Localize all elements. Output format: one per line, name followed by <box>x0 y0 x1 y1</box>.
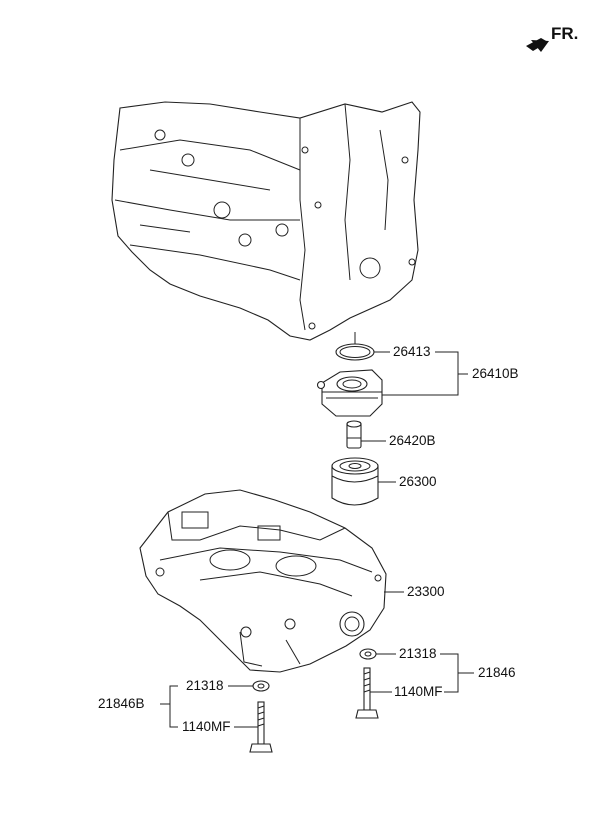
callout-26413: 26413 <box>393 344 431 359</box>
oil-cooler <box>316 369 383 417</box>
callout-1140MF-left: 1140MF <box>182 719 231 734</box>
leader-lines <box>160 332 474 728</box>
callout-21318-left: 21318 <box>186 678 224 693</box>
washer-right <box>359 648 377 660</box>
bolt-right <box>355 667 379 719</box>
bolt-left <box>249 701 273 753</box>
callout-21846B: 21846B <box>98 696 145 711</box>
engine-block <box>111 101 421 341</box>
front-direction-arrow-icon <box>526 38 549 52</box>
callout-1140MF-right: 1140MF <box>394 684 443 699</box>
front-direction-label: FR. <box>551 24 579 43</box>
callout-23300: 23300 <box>407 584 445 599</box>
callout-26420B: 26420B <box>389 433 436 448</box>
oil-filter <box>331 457 379 506</box>
callout-21318-right: 21318 <box>399 646 437 661</box>
fitting <box>346 420 362 449</box>
washer-left <box>252 680 270 692</box>
balance-shaft-module <box>139 489 387 673</box>
callout-26300: 26300 <box>399 474 437 489</box>
callout-26410B: 26410B <box>472 366 519 381</box>
callout-21846: 21846 <box>478 665 516 680</box>
